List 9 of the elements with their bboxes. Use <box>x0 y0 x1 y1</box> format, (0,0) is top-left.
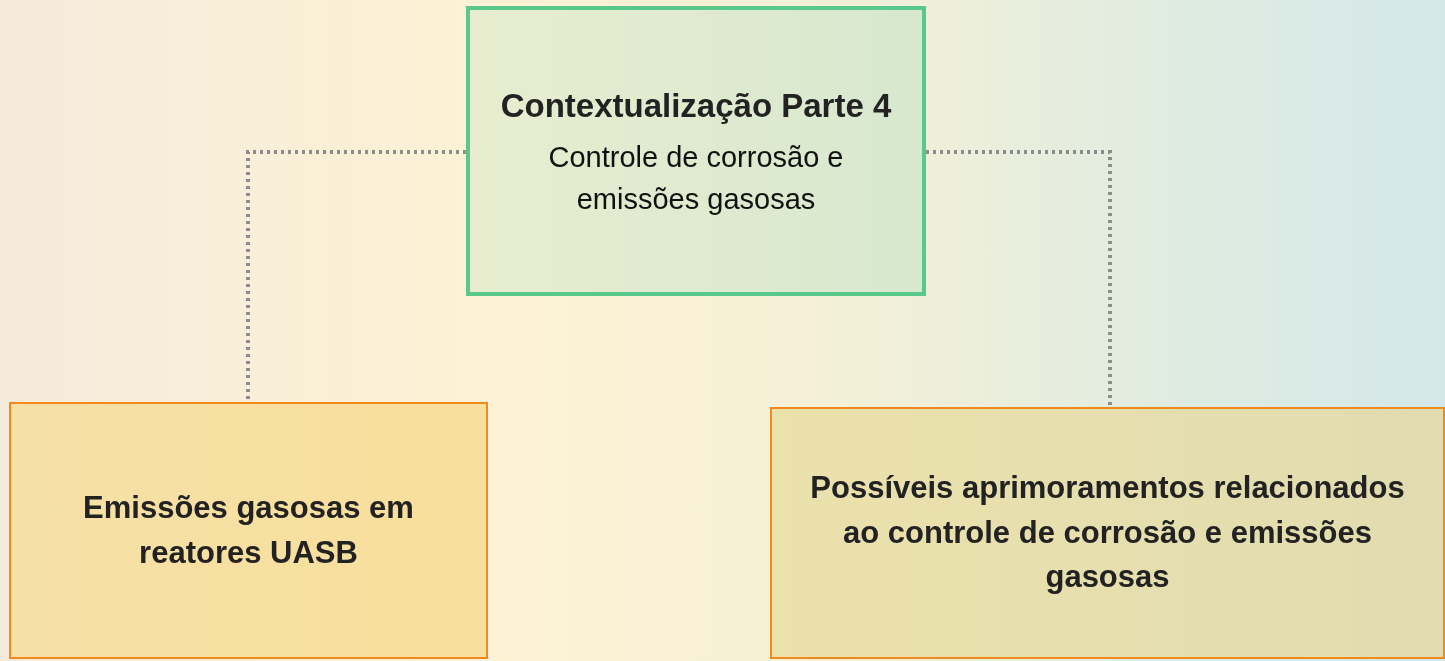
box-text: Controle de corrosão e emissões gasosas <box>547 139 845 217</box>
topic-box <box>466 6 926 296</box>
box-heading: Contextualização Parte 4 <box>500 86 892 127</box>
dotted-connector <box>926 150 1112 407</box>
topic-box <box>9 402 488 659</box>
box-heading: Emissões gasosas em reatores UASB <box>82 488 415 572</box>
topic-box <box>770 407 1445 659</box>
box-heading: Possíveis aprimoramentos relacionados ao controle de corrosão e emissões gasosas <box>809 468 1406 597</box>
dotted-connector <box>246 150 466 402</box>
